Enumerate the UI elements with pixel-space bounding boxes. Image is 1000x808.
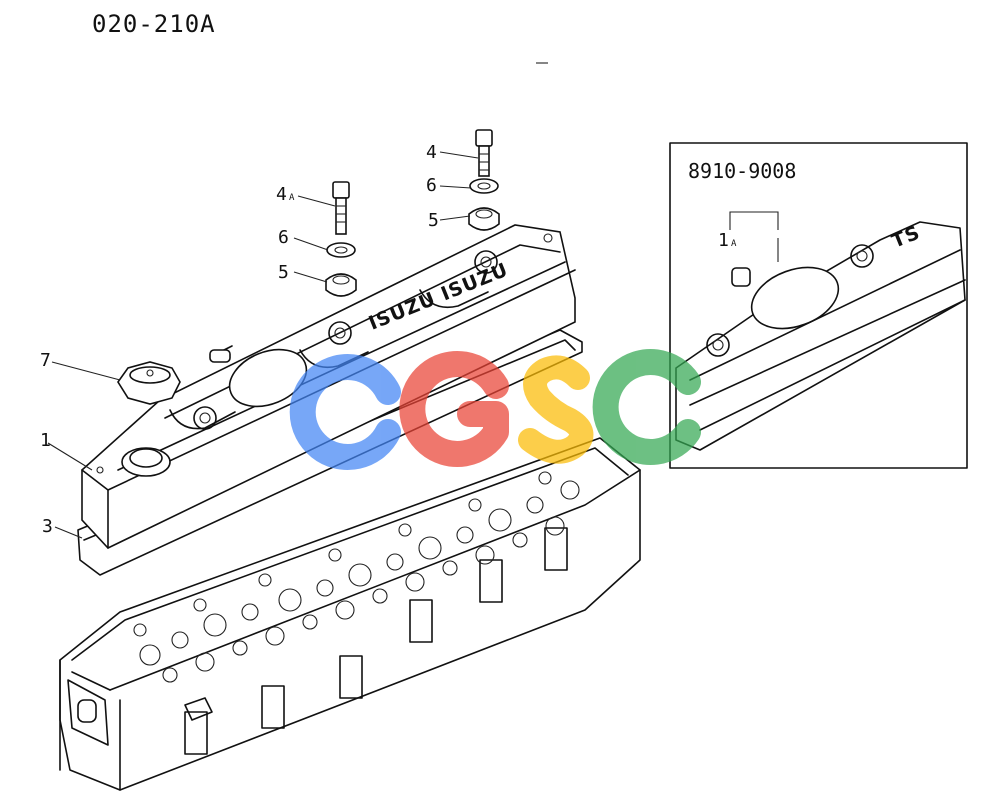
- side-ports: [184, 527, 568, 755]
- watermark-letter-c-green: [592, 349, 701, 465]
- bolt-group-left: [325, 181, 357, 297]
- inset-detail: 8910-9008 1 A TS: [669, 142, 968, 469]
- callout-4-right: 4: [426, 142, 437, 163]
- callout-6-left: 6: [278, 227, 289, 248]
- callout-7: 7: [40, 350, 51, 371]
- oil-filler-cap: [117, 361, 181, 405]
- callout-4a-number: 4: [276, 184, 287, 205]
- inset-title: 8910-9008: [688, 159, 796, 183]
- inset-callout-number: 1: [718, 230, 729, 251]
- callout-labels: 4 A 6 5 4 6 5 7 1 3: [40, 142, 439, 537]
- callout-6-right: 6: [426, 175, 437, 196]
- bolt-group-right: [468, 129, 500, 231]
- callout-1: 1: [40, 430, 51, 451]
- figure-code: 020-210A: [92, 10, 216, 38]
- deck-holes: [133, 471, 580, 683]
- inset-callout-suffix: A: [731, 239, 737, 249]
- inset-brand-text: TS: [889, 222, 924, 253]
- watermark-letter-g-red: [399, 351, 509, 467]
- callout-3: 3: [42, 516, 53, 537]
- callout-5-right: 5: [428, 210, 439, 231]
- callout-5-left: 5: [278, 262, 289, 283]
- callout-4a-suffix: A: [289, 193, 295, 203]
- watermark-letter-s-yellow: [518, 355, 594, 464]
- watermark-letter-c-blue: [289, 354, 401, 470]
- watermark-cgsc: [289, 349, 701, 470]
- cylinder-head: [59, 437, 641, 791]
- leader-lines: [47, 151, 479, 539]
